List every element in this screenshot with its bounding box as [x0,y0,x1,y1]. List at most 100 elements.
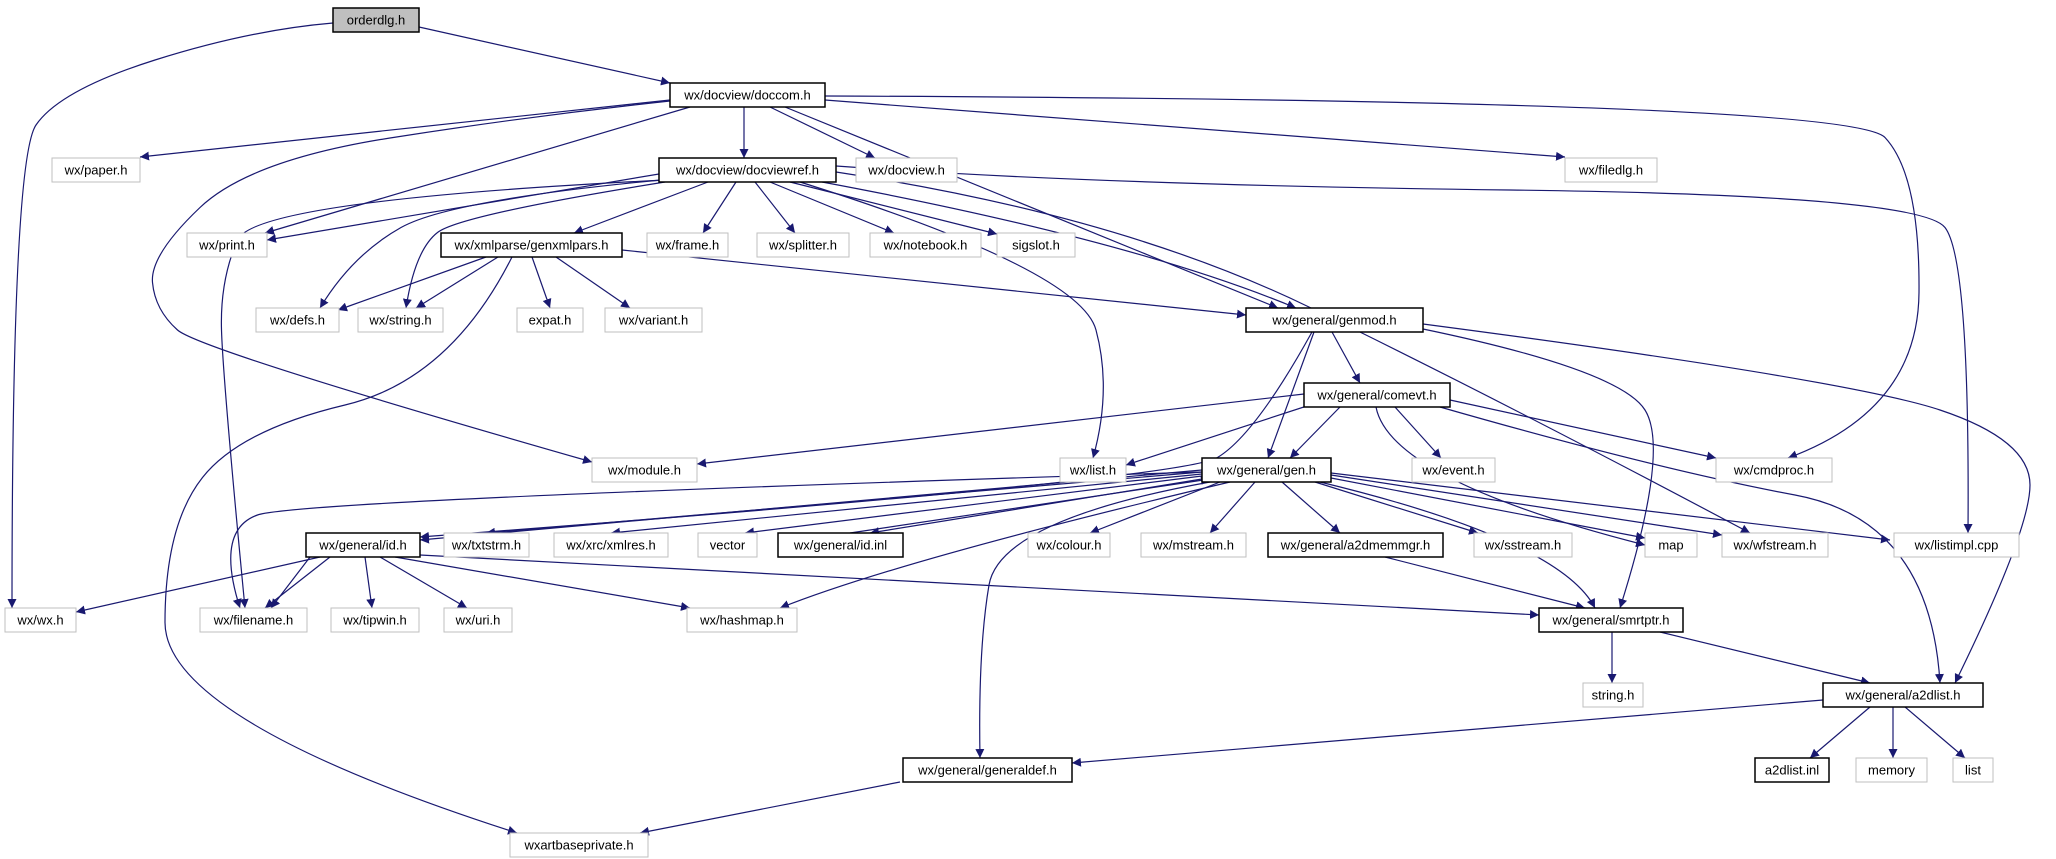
dependency-edges [7,22,2031,836]
edge-id-to-tipwin [364,556,376,609]
node-smrtptr[interactable]: wx/general/smrtptr.h [1538,607,1684,633]
edge-genmod-to-comevt [1331,331,1361,384]
node-genxmlpars[interactable]: wx/xmlparse/genxmlpars.h [440,232,623,258]
node-orderdlg: orderdlg.h [332,7,420,33]
node-docviewref[interactable]: wx/docview/docviewref.h [658,157,837,183]
edge-genxmlpars-to-defs [337,256,487,312]
node-doccom[interactable]: wx/docview/doccom.h [669,82,826,108]
edge-gen-to-colour [1089,481,1221,534]
edge-gen-to-listimpl [1330,472,1891,544]
edge-genxmlpars-to-expat [531,256,552,309]
edge-orderdlg-to-wx [7,22,334,609]
node-label-doccom: wx/docview/doccom.h [683,88,810,103]
node-genmod[interactable]: wx/general/genmod.h [1245,307,1424,333]
node-label-tipwin: wx/tipwin.h [342,613,407,628]
node-label-paper: wx/paper.h [64,163,128,178]
edge-a2dmemmgr-to-smrtptr [1384,556,1586,611]
edge-id-to-filename [264,556,331,609]
edge-doccom-to-genmod [784,106,1279,309]
node-box-module [591,457,698,483]
node-filedlg: wx/filedlg.h [1564,157,1658,183]
node-expat: expat.h [516,307,584,333]
node-a2dlist[interactable]: wx/general/a2dlist.h [1822,682,1984,708]
edge-gen-to-wfstream [1330,474,1723,539]
node-box-docviewref [658,157,837,183]
node-notebook: wx/notebook.h [869,232,982,258]
node-label-filename: wx/filename.h [213,613,293,628]
edge-docviewref-to-genxmlpars [573,181,709,235]
edge-doccom-to-paper [139,99,671,161]
node-box-uri [443,607,513,633]
node-box-comevt [1303,382,1451,408]
node-label-orderdlg: orderdlg.h [347,13,406,28]
node-box-listimpl [1893,532,2020,558]
node-listimpl: wx/listimpl.cpp [1893,532,2020,558]
node-a2dmemmgr[interactable]: wx/general/a2dmemmgr.h [1267,532,1444,558]
edge-idinl-to-gen [849,475,1211,534]
node-box-paper [51,157,141,183]
node-box-expat [516,307,584,333]
node-label-frame: wx/frame.h [655,238,720,253]
node-xmlres: wx/xrc/xmlres.h [553,532,669,558]
edge-gen-to-sstream [1314,481,1479,535]
node-a2dlistinl[interactable]: a2dlist.inl [1754,757,1830,783]
node-stringh: string.h [1582,682,1644,708]
node-label-xmlres: wx/xrc/xmlres.h [565,538,656,553]
node-label-string: wx/string.h [368,313,431,328]
node-id[interactable]: wx/general/id.h [305,532,421,558]
node-tipwin: wx/tipwin.h [330,607,420,633]
node-idinl[interactable]: wx/general/id.inl [777,532,904,558]
node-label-filedlg: wx/filedlg.h [1578,163,1643,178]
node-label-listn: list [1965,763,1981,778]
node-label-defs: wx/defs.h [269,313,325,328]
node-label-gen: wx/general/gen.h [1216,463,1316,478]
node-variant: wx/variant.h [604,307,703,333]
node-label-vector: vector [710,538,746,553]
node-artbase: wxartbaseprivate.h [509,832,649,858]
node-docview: wx/docview.h [855,157,958,183]
node-label-sstream: wx/sstream.h [1484,538,1562,553]
node-frame: wx/frame.h [646,232,729,258]
node-box-sstream [1473,532,1573,558]
edge-docviewref-to-defs [319,179,662,309]
edge-doccom-to-module [151,100,671,464]
node-mstream: wx/mstream.h [1140,532,1247,558]
edge-docviewref-to-frame [702,181,737,234]
node-string: wx/string.h [357,307,444,333]
node-label-id: wx/general/id.h [318,538,406,553]
node-box-id [305,532,421,558]
node-box-sigslot [996,232,1076,258]
edge-gen-to-hashmap [779,481,1231,609]
node-generaldef[interactable]: wx/general/generaldef.h [902,757,1073,783]
node-box-string [357,307,444,333]
node-label-listimpl: wx/listimpl.cpp [1914,538,1999,553]
node-label-a2dmemmgr: wx/general/a2dmemmgr.h [1280,538,1431,553]
node-box-cmdproc [1715,457,1833,483]
node-box-frame [646,232,729,258]
node-wfstream: wx/wfstream.h [1721,532,1829,558]
edge-docviewref-to-splitter [754,181,796,234]
node-label-uri: wx/uri.h [455,613,501,628]
node-box-colour [1027,532,1111,558]
edge-comevt-to-a2dlist [1439,406,1944,684]
node-comevt[interactable]: wx/general/comevt.h [1303,382,1451,408]
edge-comevt-to-module [696,393,1305,468]
node-box-a2dlist [1822,682,1984,708]
node-memory: memory [1855,757,1928,783]
node-label-notebook: wx/notebook.h [883,238,968,253]
edge-docviewref-to-notebook [769,181,895,234]
node-label-docview: wx/docview.h [867,163,945,178]
node-box-variant [604,307,703,333]
edge-comevt-to-list [1125,404,1311,467]
node-box-genxmlpars [440,232,623,258]
node-vector: vector [697,532,758,558]
node-sigslot: sigslot.h [996,232,1076,258]
node-label-artbase: wxartbaseprivate.h [523,838,633,853]
edge-doccom-to-print [264,106,691,235]
node-box-event [1411,457,1496,483]
node-gen[interactable]: wx/general/gen.h [1201,457,1332,483]
node-box-txtstrm [443,532,530,558]
node-print: wx/print.h [186,232,268,258]
node-label-a2dlistinl: a2dlist.inl [1765,763,1819,778]
